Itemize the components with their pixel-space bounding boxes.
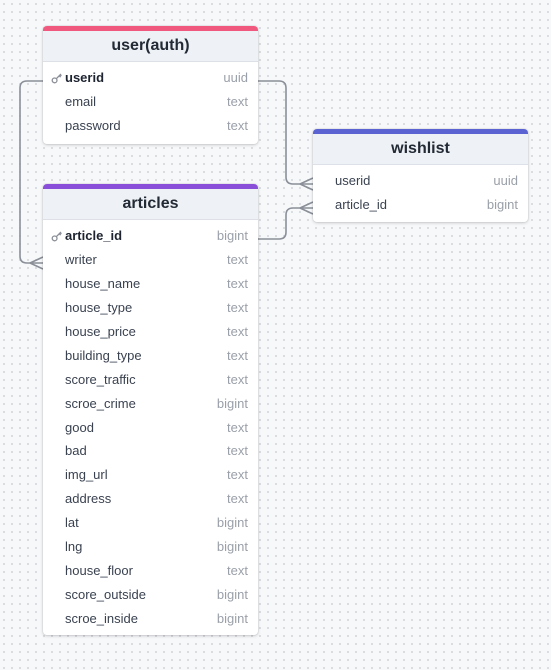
field-type: bigint bbox=[216, 228, 248, 244]
entity-title[interactable]: user(auth) bbox=[43, 31, 258, 62]
field-type: text bbox=[227, 419, 248, 435]
field-row[interactable]: score_outside bigint bbox=[43, 582, 258, 606]
field-name: house_floor bbox=[65, 562, 133, 578]
field-type: text bbox=[227, 491, 248, 507]
field-type: bigint bbox=[216, 586, 248, 602]
connector-user-articles[interactable] bbox=[19, 80, 43, 264]
field-type: bigint bbox=[486, 197, 518, 213]
field-type: text bbox=[227, 562, 248, 578]
field-type: bigint bbox=[216, 395, 248, 411]
field-row[interactable]: score_traffic text bbox=[43, 367, 258, 391]
field-row[interactable]: writer text bbox=[43, 248, 258, 272]
field-name: house_price bbox=[65, 324, 136, 339]
field-name: password bbox=[65, 118, 121, 134]
field-type: bigint bbox=[216, 539, 248, 555]
field-row[interactable]: article_id bigint bbox=[313, 193, 528, 217]
crowfoot-wishlist-userid bbox=[299, 177, 314, 191]
field-row[interactable]: house_type text bbox=[43, 296, 258, 320]
field-row[interactable]: lng bigint bbox=[43, 535, 258, 559]
field-row[interactable]: lat bigint bbox=[43, 511, 258, 535]
field-row[interactable]: bad text bbox=[43, 439, 258, 463]
entity-wishlist[interactable]: wishlist userid uuid article_id bigint bbox=[313, 129, 528, 222]
connector-user-wishlist[interactable] bbox=[258, 80, 313, 185]
field-name: userid bbox=[65, 70, 105, 86]
field-name: bad bbox=[65, 443, 87, 459]
field-type: uuid bbox=[493, 173, 518, 189]
field-name: building_type bbox=[65, 347, 142, 363]
field-name: img_url bbox=[65, 467, 108, 483]
field-row[interactable]: img_url text bbox=[43, 463, 258, 487]
field-row[interactable]: scroe_crime bigint bbox=[43, 391, 258, 415]
entity-accent-bar bbox=[43, 184, 258, 189]
key-icon bbox=[51, 72, 63, 84]
field-name: writer bbox=[65, 252, 97, 268]
field-name: score_traffic bbox=[65, 371, 136, 387]
field-row[interactable]: email text bbox=[43, 90, 258, 114]
field-row[interactable]: good text bbox=[43, 415, 258, 439]
field-name: lng bbox=[65, 539, 83, 555]
field-type: text bbox=[227, 276, 248, 292]
field-type: bigint bbox=[216, 610, 248, 626]
field-name: scroe_inside bbox=[65, 610, 138, 626]
field-name: address bbox=[65, 491, 112, 507]
field-row[interactable]: password text bbox=[43, 114, 258, 138]
field-type: uuid bbox=[223, 70, 248, 86]
field-row[interactable]: address text bbox=[43, 487, 258, 511]
field-row[interactable]: article_id bigint bbox=[43, 224, 258, 248]
field-type: text bbox=[227, 118, 248, 134]
field-type: text bbox=[227, 324, 248, 339]
connector-articles-wishlist[interactable] bbox=[258, 207, 313, 240]
field-type: text bbox=[227, 94, 248, 110]
field-type: text bbox=[227, 467, 248, 483]
field-name: good bbox=[65, 419, 94, 435]
field-name: email bbox=[65, 94, 97, 110]
field-type: bigint bbox=[216, 515, 248, 531]
field-row[interactable]: scroe_inside bigint bbox=[43, 606, 258, 630]
field-row[interactable]: house_price text bbox=[43, 320, 258, 344]
field-list: userid uuid email text password text bbox=[43, 62, 258, 140]
field-name: house_type bbox=[65, 300, 133, 316]
field-row[interactable]: userid uuid bbox=[313, 169, 528, 193]
field-row[interactable]: house_floor text bbox=[43, 558, 258, 582]
field-row[interactable]: building_type text bbox=[43, 343, 258, 367]
entity-user[interactable]: user(auth) userid uuid email text password te… bbox=[43, 26, 258, 144]
field-name: lat bbox=[65, 515, 79, 531]
field-type: text bbox=[227, 371, 248, 387]
field-type: text bbox=[227, 252, 248, 268]
field-type: text bbox=[227, 300, 248, 316]
field-name: score_outside bbox=[65, 586, 146, 602]
field-list: userid uuid article_id bigint bbox=[313, 165, 528, 219]
entity-title[interactable]: wishlist bbox=[313, 134, 528, 165]
crowfoot-articles-writer bbox=[29, 256, 44, 270]
field-row[interactable]: userid uuid bbox=[43, 66, 258, 90]
field-name: article_id bbox=[335, 197, 388, 213]
entity-accent-bar bbox=[43, 26, 258, 31]
key-icon bbox=[51, 230, 63, 242]
entity-title[interactable]: articles bbox=[43, 189, 258, 220]
field-name: article_id bbox=[65, 228, 123, 244]
field-name: scroe_crime bbox=[65, 395, 136, 411]
field-type: text bbox=[227, 347, 248, 363]
field-row[interactable]: house_name text bbox=[43, 272, 258, 296]
field-type: text bbox=[227, 443, 248, 459]
field-name: userid bbox=[335, 173, 371, 189]
field-name: house_name bbox=[65, 276, 141, 292]
entity-accent-bar bbox=[313, 129, 528, 134]
crowfoot-wishlist-article bbox=[299, 201, 314, 215]
